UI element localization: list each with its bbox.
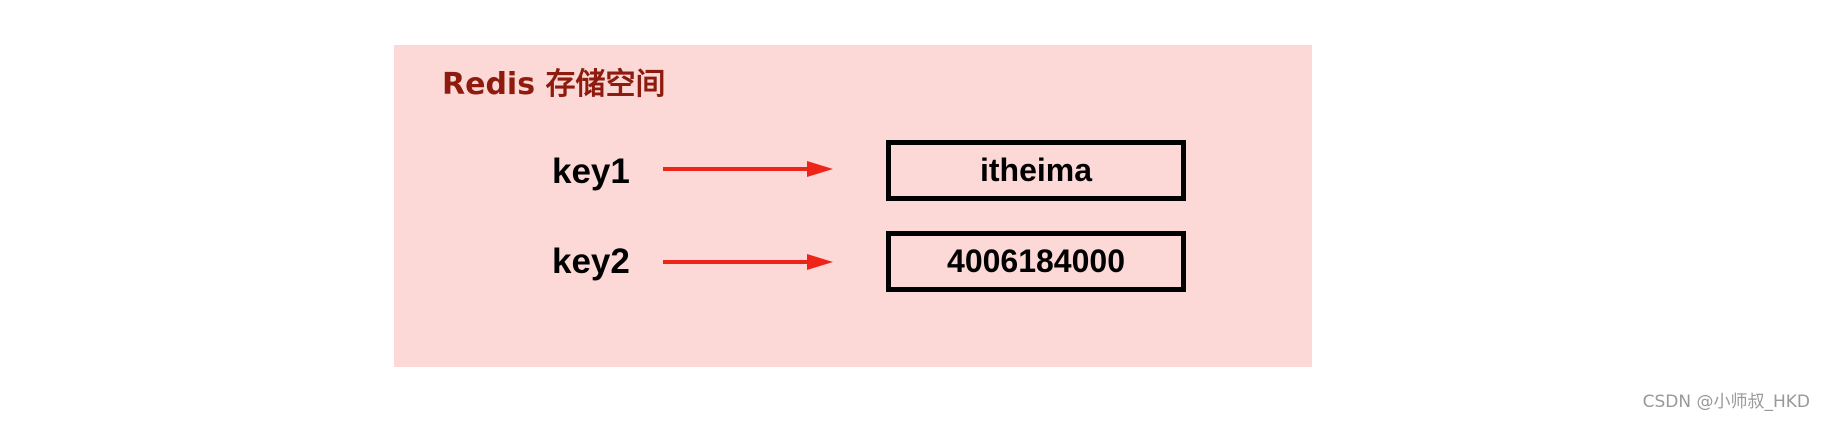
key-label-key1: key1 bbox=[552, 152, 630, 191]
arrow-head bbox=[807, 161, 833, 177]
value-box-4006184000: 4006184000 bbox=[886, 231, 1186, 292]
arrow-key2-to-value bbox=[663, 254, 833, 270]
watermark: CSDN @小师叔_HKD bbox=[1642, 392, 1810, 412]
key-label-key2: key2 bbox=[552, 242, 630, 281]
redis-storage-panel: Redis 存储空间 key1 itheima key2 4006184000 bbox=[394, 45, 1312, 367]
panel-title: Redis 存储空间 bbox=[442, 67, 666, 102]
arrow-head bbox=[807, 254, 833, 270]
arrow-key1-to-value bbox=[663, 161, 833, 177]
value-box-itheima: itheima bbox=[886, 140, 1186, 201]
